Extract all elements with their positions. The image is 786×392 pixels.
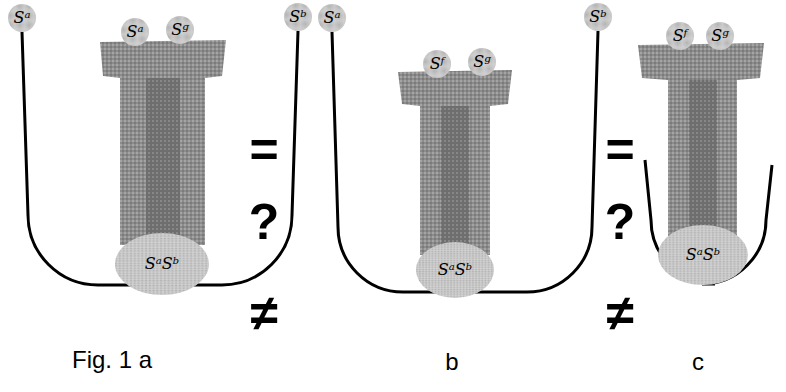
node-label: Sᵃ — [127, 24, 144, 40]
question-mark: ? — [249, 197, 280, 247]
node-label: Sᵍ — [473, 54, 490, 70]
node-label: SᵃSᵇ — [438, 262, 472, 278]
stipple-circle: Sᵍ — [706, 22, 734, 50]
stipple-circle: Sᵇ — [284, 3, 312, 31]
stipple-circle: Sᵃ — [318, 4, 346, 32]
stipple-circle: Sᶠ — [423, 50, 451, 78]
t-body — [100, 40, 226, 245]
equals-sign: = — [605, 125, 634, 175]
stipple-circle: Sᶠ — [666, 22, 694, 50]
strand — [645, 160, 772, 284]
node-label: Sᵃ — [14, 10, 31, 26]
stipple-circle: Sᵍ — [468, 48, 496, 76]
figure-caption: c — [692, 350, 704, 374]
question-mark: ? — [605, 197, 636, 247]
stipple-circle: Sᵃ — [8, 4, 36, 32]
figure-caption: Fig. 1 a — [72, 348, 152, 372]
stipple-bulb: SᵃSᵇ — [416, 242, 494, 298]
stipple-circle: Sᵇ — [584, 3, 612, 31]
stipple-bulb: SᵃSᵇ — [658, 225, 748, 285]
t-band — [146, 78, 180, 245]
t-band — [689, 80, 717, 240]
stipple-circle: Sᵃ — [121, 18, 149, 46]
t-body — [638, 43, 764, 240]
t-band — [441, 106, 469, 255]
node-label: SᵃSᵇ — [145, 256, 179, 272]
node-label: Sᵍ — [711, 28, 728, 44]
equals-sign: = — [249, 125, 278, 175]
figure-caption: b — [445, 350, 458, 374]
t-body — [398, 70, 512, 255]
node-label: SᵃSᵇ — [686, 247, 720, 263]
stipple-circle: Sᵍ — [166, 16, 194, 44]
not-equal-sign: ≠ — [606, 288, 633, 338]
node-label: Sᵇ — [589, 9, 606, 25]
not-equal-sign: ≠ — [250, 288, 277, 338]
node-label: Sᵃ — [324, 10, 341, 26]
node-label: Sᵇ — [289, 9, 306, 25]
node-label: Sᶠ — [673, 28, 688, 44]
node-label: Sᵍ — [171, 22, 188, 38]
node-label: Sᶠ — [430, 56, 445, 72]
stipple-bulb: SᵃSᵇ — [115, 233, 209, 295]
